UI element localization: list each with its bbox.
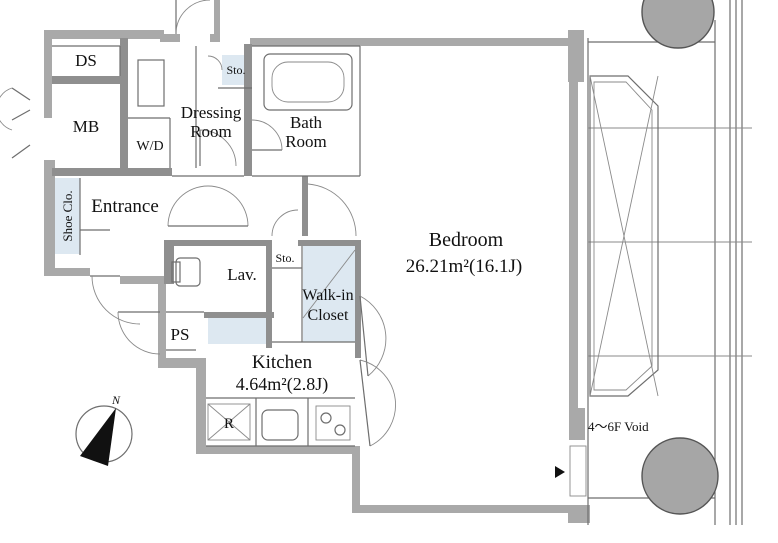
balcony [587,0,752,525]
label-bedroom: Bedroom [429,229,504,251]
label-entrance: Entrance [91,196,159,217]
shoe-closet-area [55,178,80,254]
label-void: 4～6F Void [588,419,649,434]
label-dressing-room-2: Room [190,122,232,141]
compass-north-label: N [111,393,121,407]
compass: N [75,393,133,466]
label-ds: DS [75,51,97,70]
thin-lines [52,45,361,447]
label-wd: W/D [136,139,163,154]
label-sto-mid: Sto. [275,251,294,265]
exterior-walls [44,0,590,523]
label-shoe-closet: Shoe Clo. [60,190,75,241]
compass-needle-icon [80,408,116,466]
room-labels: DS MB W/D Sto. Dressing Room Bath Room S… [60,51,649,434]
sink-icon [261,409,299,441]
door-swings [0,0,396,447]
label-sto-top: Sto. [226,63,245,77]
label-lav: Lav. [227,265,257,284]
kitchen-storage-area [208,314,266,344]
label-mb: MB [73,117,99,136]
label-ps: PS [171,325,190,344]
label-bath-room-1: Bath [290,113,323,132]
label-dressing-room-1: Dressing [181,103,242,122]
label-kitchen-area: 4.64m²(2.8J) [236,374,328,395]
tree-top [641,0,715,49]
label-bedroom-area: 26.21m²(16.1J) [406,256,523,277]
label-walk-in-closet-2: Closet [308,307,349,324]
label-walk-in-closet-1: Walk-in [302,287,353,304]
fixtures [137,53,587,497]
washer-icon [137,59,165,107]
label-kitchen: Kitchen [252,352,313,373]
tree-bottom [641,437,719,515]
label-bath-room-2: Room [285,132,327,151]
bathtub-icon [263,53,353,111]
arrow-icon [555,466,565,478]
label-fridge: R [224,416,234,432]
stove-icon [320,412,332,424]
interior-walls [52,38,361,358]
toilet-icon [175,257,201,287]
